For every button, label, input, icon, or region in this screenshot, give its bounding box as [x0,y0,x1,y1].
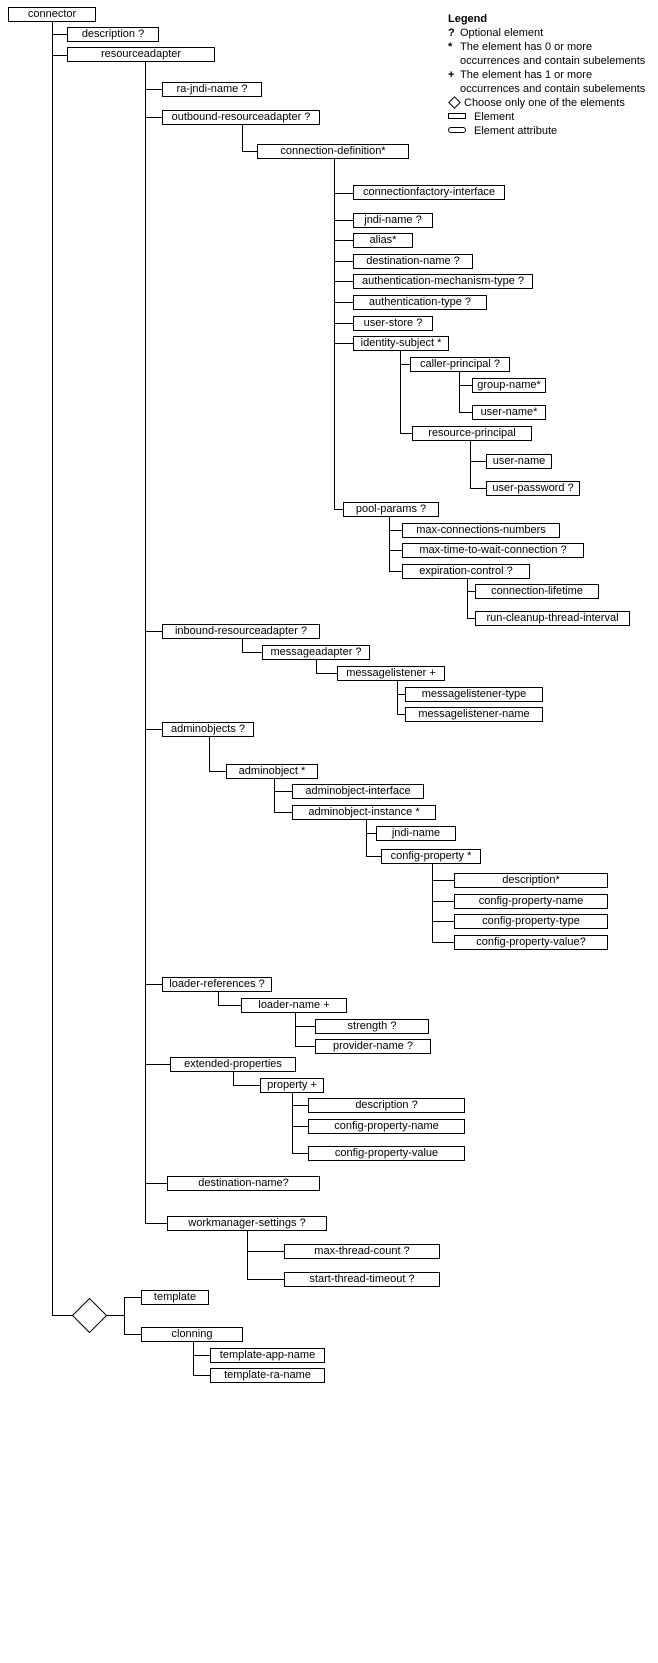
node-strength: strength ? [315,1019,429,1034]
legend: Legend ? Optional element * The element … [448,12,648,138]
node-user-name-caller: user-name* [472,405,546,420]
node-adminobject-instance: adminobject-instance * [292,805,436,820]
rounded-rectangle-icon [448,127,466,133]
node-resourceadapter: resourceadapter [67,47,215,62]
node-connector: connector [8,7,96,22]
node-connection-lifetime: connection-lifetime [475,584,599,599]
node-expiration-control: expiration-control ? [402,564,530,579]
node-destination-name-ra: destination-name? [167,1176,320,1191]
legend-zero-or-more: * The element has 0 or more occurrences … [448,40,648,68]
diamond-icon [448,96,461,109]
node-run-cleanup-thread-interval: run-cleanup-thread-interval [475,611,630,626]
node-property: property + [260,1078,324,1093]
legend-attribute-text: Element attribute [474,125,558,137]
legend-zero-or-more-text: The element has 0 or more occurrences an… [460,41,646,67]
node-description-cp: description* [454,873,608,888]
node-loader-references: loader-references ? [162,977,272,992]
node-alias: alias* [353,233,413,248]
legend-choice: Choose only one of the elements [448,96,648,110]
node-config-property-value-prop: config-property-value [308,1146,465,1161]
legend-optional-symbol: ? [448,27,455,39]
node-adminobject-interface: adminobject-interface [292,784,424,799]
node-description-root: description ? [67,27,159,42]
legend-title: Legend [448,13,488,25]
rectangle-icon [448,113,466,119]
legend-element: Element [448,110,648,124]
node-pool-params: pool-params ? [343,502,439,517]
legend-optional-text: Optional element [460,27,544,39]
node-jndi-name-ai: jndi-name [376,826,456,841]
legend-one-or-more-symbol: + [448,69,455,81]
node-workmanager-settings: workmanager-settings ? [167,1216,327,1231]
node-connection-definition: connection-definition* [257,144,409,159]
node-identity-subject: identity-subject * [353,336,449,351]
node-group-name: group-name* [472,378,546,393]
node-template-ra-name: template-ra-name [210,1368,325,1383]
legend-zero-or-more-symbol: * [448,41,453,53]
legend-one-or-more: + The element has 1 or more occurrences … [448,68,648,96]
node-adminobject: adminobject * [226,764,318,779]
node-config-property-name-cp: config-property-name [454,894,608,909]
node-messagelistener-name: messagelistener-name [405,707,543,722]
legend-attribute: Element attribute [448,124,648,138]
legend-choice-text: Choose only one of the elements [464,97,625,109]
legend-one-or-more-text: The element has 1 or more occurrences an… [460,69,646,95]
choice-diamond-icon [71,1297,108,1334]
node-resource-principal: resource-principal [412,426,532,441]
legend-element-text: Element [474,111,515,123]
node-clonning: clonning [141,1327,243,1342]
node-authentication-mechanism-type: authentication-mechanism-type ? [353,274,533,289]
node-loader-name: loader-name + [241,998,347,1013]
node-user-name-resource: user-name [486,454,552,469]
node-config-property-type: config-property-type [454,914,608,929]
node-provider-name: provider-name ? [315,1039,431,1054]
node-template-app-name: template-app-name [210,1348,325,1363]
node-ra-jndi-name: ra-jndi-name ? [162,82,262,97]
node-template: template [141,1290,209,1305]
node-max-time-to-wait-connection: max-time-to-wait-connection ? [402,543,584,558]
node-max-connections-numbers: max-connections-numbers [402,523,560,538]
node-start-thread-timeout: start-thread-timeout ? [284,1272,440,1287]
node-config-property-name-prop: config-property-name [308,1119,465,1134]
node-connectionfactory-interface: connectionfactory-interface [353,185,505,200]
node-extended-properties: extended-properties [170,1057,296,1072]
node-config-property-value-cp: config-property-value? [454,935,608,950]
node-user-password: user-password ? [486,481,580,496]
node-outbound-resourceadapter: outbound-resourceadapter ? [162,110,320,125]
node-user-store: user-store ? [353,316,433,331]
node-caller-principal: caller-principal ? [410,357,510,372]
node-config-property: config-property * [381,849,481,864]
node-messagelistener: messagelistener + [337,666,445,681]
node-jndi-name-cd: jndi-name ? [353,213,433,228]
node-messagelistener-type: messagelistener-type [405,687,543,702]
legend-optional: ? Optional element [448,26,648,40]
node-adminobjects: adminobjects ? [162,722,254,737]
node-messageadapter: messageadapter ? [262,645,370,660]
node-description-prop: description ? [308,1098,465,1113]
node-inbound-resourceadapter: inbound-resourceadapter ? [162,624,320,639]
node-destination-name-cd: destination-name ? [353,254,473,269]
node-max-thread-count: max-thread-count ? [284,1244,440,1259]
node-authentication-type: authentication-type ? [353,295,487,310]
